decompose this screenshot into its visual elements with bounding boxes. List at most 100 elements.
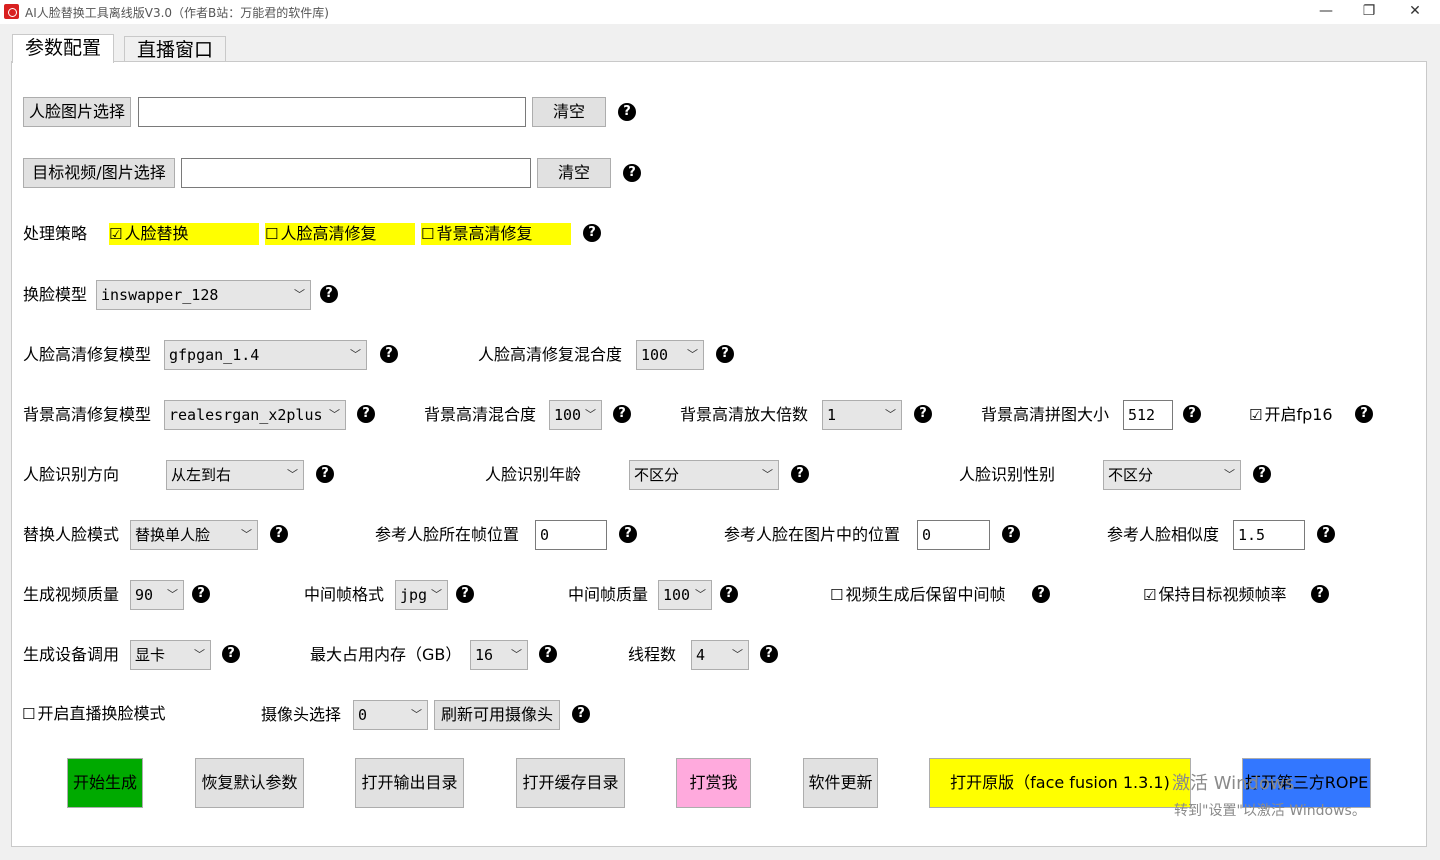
threads-label: 线程数 <box>628 645 677 664</box>
help-icon[interactable]: ? <box>791 465 809 483</box>
detect-age-select[interactable]: 不区分﹀ <box>629 460 779 490</box>
ref-similarity-input[interactable]: 1.5 <box>1233 520 1305 550</box>
settings-panel: 人脸图片选择 清空 ? 目标视频/图片选择 清空 ? 处理策略 ☑人脸替换 ☐人… <box>11 61 1427 847</box>
chevron-down-icon: ﹀ <box>885 408 896 421</box>
maximize-button[interactable]: ❐ <box>1362 3 1376 19</box>
detect-gender-select[interactable]: 不区分﹀ <box>1103 460 1241 490</box>
help-icon[interactable]: ? <box>572 705 590 723</box>
help-icon[interactable]: ? <box>1317 525 1335 543</box>
unchecked-box-icon: ☐ <box>22 705 36 723</box>
open-original-button[interactable]: 打开原版（face fusion 1.3.1) <box>929 758 1191 808</box>
checked-box-icon: ☑ <box>1249 406 1263 424</box>
bg-enhance-tile-input[interactable]: 512 <box>1123 400 1173 430</box>
app-icon <box>4 4 19 19</box>
help-icon[interactable]: ? <box>1355 405 1373 423</box>
max-memory-select[interactable]: 16﹀ <box>470 640 528 670</box>
bg-enhance-tile-label: 背景高清拼图大小 <box>981 405 1110 424</box>
frame-format-select[interactable]: jpg﹀ <box>395 580 448 610</box>
help-icon[interactable]: ? <box>1032 585 1050 603</box>
tab-live[interactable]: 直播窗口 <box>124 36 227 62</box>
help-icon[interactable]: ? <box>1311 585 1329 603</box>
swap-model-select[interactable]: inswapper_128﹀ <box>96 280 311 310</box>
bg-enhance-blend-label: 背景高清混合度 <box>424 405 537 424</box>
help-icon[interactable]: ? <box>456 585 474 603</box>
help-icon[interactable]: ? <box>222 645 240 663</box>
help-icon[interactable]: ? <box>720 585 738 603</box>
video-quality-label: 生成视频质量 <box>23 585 120 604</box>
help-icon[interactable]: ? <box>716 345 734 363</box>
help-icon[interactable]: ? <box>618 103 636 121</box>
help-icon[interactable]: ? <box>613 405 631 423</box>
tab-params[interactable]: 参数配置 <box>12 34 115 63</box>
open-output-dir-button[interactable]: 打开输出目录 <box>355 758 464 808</box>
video-quality-select[interactable]: 90﹀ <box>130 580 184 610</box>
strategy-bg-enhance-checkbox[interactable]: ☐背景高清修复 <box>421 223 571 245</box>
help-icon[interactable]: ? <box>914 405 932 423</box>
help-icon[interactable]: ? <box>760 645 778 663</box>
chevron-down-icon: ﹀ <box>431 588 442 601</box>
chevron-down-icon: ﹀ <box>1224 468 1235 481</box>
target-path-input[interactable] <box>181 158 531 188</box>
ref-frame-input[interactable]: 0 <box>535 520 607 550</box>
face-image-clear-button[interactable]: 清空 <box>532 97 606 127</box>
open-cache-dir-button[interactable]: 打开缓存目录 <box>516 758 625 808</box>
help-icon[interactable]: ? <box>316 465 334 483</box>
keep-frames-checkbox[interactable]: ☐视频生成后保留中间帧 <box>830 585 1006 604</box>
face-enhance-blend-select[interactable]: 100﹀ <box>636 340 704 370</box>
chevron-down-icon: ﹀ <box>732 648 743 661</box>
face-image-path-input[interactable] <box>138 97 526 127</box>
help-icon[interactable]: ? <box>619 525 637 543</box>
software-update-button[interactable]: 软件更新 <box>803 758 878 808</box>
keep-fps-checkbox[interactable]: ☑保持目标视频帧率 <box>1143 585 1287 604</box>
bg-enhance-model-select[interactable]: realesrgan_x2plus﹀ <box>164 400 346 430</box>
start-generate-button[interactable]: 开始生成 <box>67 758 143 808</box>
bg-enhance-scale-select[interactable]: 1﹀ <box>822 400 902 430</box>
frame-quality-label: 中间帧质量 <box>568 585 649 604</box>
ref-position-input[interactable]: 0 <box>917 520 990 550</box>
chevron-down-icon: ﹀ <box>695 588 706 601</box>
live-mode-checkbox[interactable]: ☐开启直播换脸模式 <box>22 704 166 723</box>
help-icon[interactable]: ? <box>320 285 338 303</box>
target-clear-button[interactable]: 清空 <box>537 158 611 188</box>
frame-quality-select[interactable]: 100﹀ <box>658 580 712 610</box>
unchecked-box-icon: ☐ <box>421 225 435 243</box>
threads-select[interactable]: 4﹀ <box>691 640 749 670</box>
fp16-checkbox[interactable]: ☑开启fp16 <box>1249 405 1333 424</box>
tip-me-button[interactable]: 打赏我 <box>676 758 751 808</box>
help-icon[interactable]: ? <box>192 585 210 603</box>
strategy-face-enhance-checkbox[interactable]: ☐人脸高清修复 <box>265 223 415 245</box>
replace-mode-select[interactable]: 替换单人脸﹀ <box>130 520 258 550</box>
title-bar: AI人脸替换工具离线版V3.0（作者B站：万能君的软件库) — ❐ ✕ <box>0 0 1440 24</box>
detect-gender-label: 人脸识别性别 <box>959 465 1056 484</box>
face-image-select-button[interactable]: 人脸图片选择 <box>23 97 131 127</box>
help-icon[interactable]: ? <box>1183 405 1201 423</box>
chevron-down-icon: ﹀ <box>241 528 252 541</box>
help-icon[interactable]: ? <box>539 645 557 663</box>
help-icon[interactable]: ? <box>623 164 641 182</box>
target-select-button[interactable]: 目标视频/图片选择 <box>23 158 175 188</box>
help-icon[interactable]: ? <box>270 525 288 543</box>
minimize-button[interactable]: — <box>1319 3 1333 19</box>
open-rope-button[interactable]: 打开第三方ROPE <box>1242 758 1371 808</box>
ref-position-label: 参考人脸在图片中的位置 <box>724 525 901 544</box>
help-icon[interactable]: ? <box>357 405 375 423</box>
detect-direction-select[interactable]: 从左到右﹀ <box>166 460 304 490</box>
restore-defaults-button[interactable]: 恢复默认参数 <box>195 758 304 808</box>
device-select[interactable]: 显卡﹀ <box>130 640 211 670</box>
frame-format-label: 中间帧格式 <box>304 585 385 604</box>
close-button[interactable]: ✕ <box>1409 3 1421 19</box>
face-enhance-model-select[interactable]: gfpgan_1.4﹀ <box>164 340 367 370</box>
help-icon[interactable]: ? <box>583 224 601 242</box>
strategy-label: 处理策略 <box>23 224 88 243</box>
checked-box-icon: ☑ <box>109 225 123 243</box>
strategy-face-swap-checkbox[interactable]: ☑人脸替换 <box>109 223 259 245</box>
bg-enhance-blend-select[interactable]: 100﹀ <box>549 400 602 430</box>
ref-similarity-label: 参考人脸相似度 <box>1107 525 1220 544</box>
help-icon[interactable]: ? <box>380 345 398 363</box>
detect-direction-label: 人脸识别方向 <box>23 465 120 484</box>
tab-strip: 参数配置 直播窗口 <box>0 34 1440 63</box>
help-icon[interactable]: ? <box>1253 465 1271 483</box>
camera-select[interactable]: 0﹀ <box>353 700 428 730</box>
help-icon[interactable]: ? <box>1002 525 1020 543</box>
refresh-cameras-button[interactable]: 刷新可用摄像头 <box>434 700 560 730</box>
